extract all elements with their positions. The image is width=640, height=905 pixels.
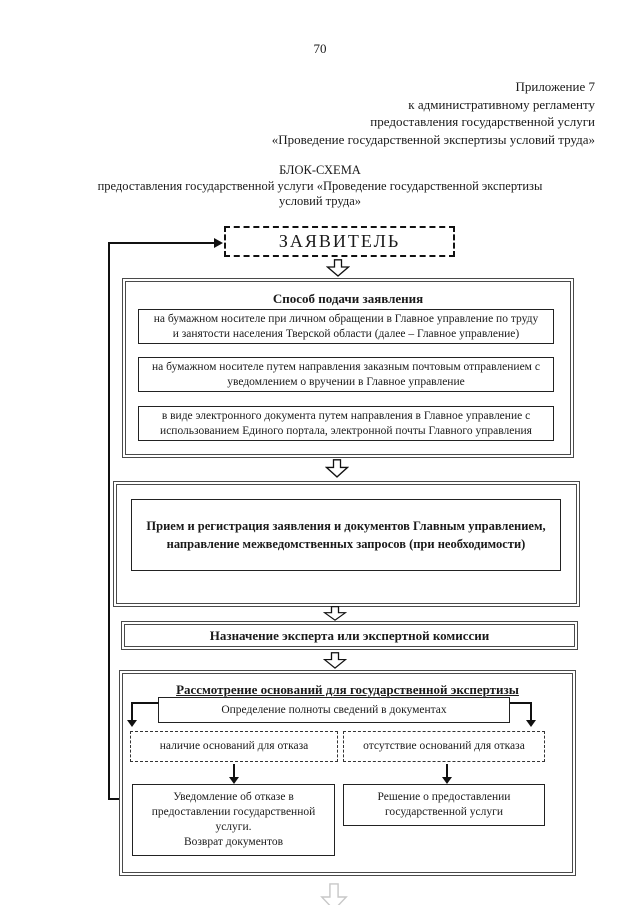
refusal-grounds-absent-box: отсутствие оснований для отказа — [343, 731, 545, 762]
page-bottom-cut-arrow-icon — [320, 883, 348, 905]
submission-method-option: на бумажном носителе при личном обращени… — [138, 309, 554, 344]
arrowhead-down-icon — [442, 777, 452, 784]
connector-left-horizontal — [131, 702, 159, 704]
reception-outer-box: Прием и регистрация заявления и документ… — [113, 481, 580, 607]
arrowhead-right-icon — [214, 238, 223, 248]
down-block-arrow-icon — [323, 606, 347, 621]
down-block-arrow-icon — [325, 459, 349, 478]
reception-box: Прием и регистрация заявления и документ… — [131, 499, 561, 571]
feedback-line-vertical — [108, 242, 110, 800]
submission-methods-box: Способ подачи заявления на бумажном носи… — [122, 278, 574, 458]
arrowhead-down-icon — [229, 777, 239, 784]
appendix-note-line: «Проведение государственной экспертизы у… — [271, 131, 595, 147]
appendix-note-line: к административному регламенту — [408, 96, 595, 112]
down-block-arrow-icon — [323, 652, 347, 669]
scheme-title-line: БЛОК-СХЕМА — [279, 163, 361, 177]
consideration-title: Рассмотрение оснований для государственн… — [176, 682, 519, 697]
arrowhead-down-icon — [127, 720, 137, 727]
refusal-notice-box: Уведомление об отказе в предоставлении г… — [132, 784, 335, 856]
service-decision-box: Решение о предоставлении государственной… — [343, 784, 545, 826]
completeness-check-box: Определение полноты сведений в документа… — [158, 697, 510, 723]
branch-right-arrow-line — [446, 764, 448, 779]
assignment-box: Назначение эксперта или экспертной комис… — [121, 621, 578, 650]
submission-method-option: на бумажном носителе путем направления з… — [138, 357, 554, 392]
arrowhead-down-icon — [526, 720, 536, 727]
consideration-box: Рассмотрение оснований для государственн… — [119, 670, 576, 876]
feedback-line-top — [108, 242, 216, 244]
scheme-title: БЛОК-СХЕМА предоставления государственно… — [0, 163, 640, 210]
applicant-label: ЗАЯВИТЕЛЬ — [278, 231, 401, 251]
appendix-note-line: Приложение 7 — [515, 79, 595, 94]
appendix-note: Приложение 7 к административному регламе… — [272, 78, 595, 148]
branch-left-arrow-line — [233, 764, 235, 779]
page-number: 70 — [313, 41, 327, 56]
scheme-title-line: предоставления государственной услуги «П… — [97, 178, 543, 193]
refusal-grounds-present-box: наличие оснований для отказа — [130, 731, 338, 762]
submission-methods-title: Способ подачи заявления — [272, 291, 424, 306]
submission-method-option: в виде электронного документа путем напр… — [138, 406, 554, 441]
applicant-box: ЗАЯВИТЕЛЬ — [224, 226, 455, 257]
down-block-arrow-icon — [326, 259, 350, 277]
connector-right-horizontal — [510, 702, 532, 704]
scheme-title-line: условий труда» — [278, 194, 361, 208]
connector-left-vertical — [131, 702, 133, 722]
connector-right-vertical — [530, 702, 532, 722]
appendix-note-line: предоставления государственной услуги — [370, 114, 595, 129]
